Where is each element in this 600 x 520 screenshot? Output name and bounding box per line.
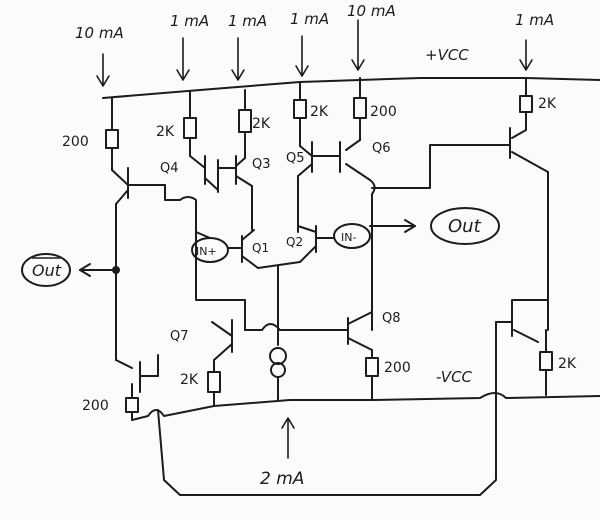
input-minus-label: IN-	[341, 231, 356, 244]
bottom-resistors	[207, 329, 553, 406]
vcc-positive-label: +VCC	[425, 46, 469, 64]
transistor-left-top	[111, 167, 181, 361]
current-label-5: 10 mA	[347, 2, 396, 20]
label-q1: Q1	[252, 241, 269, 255]
resistor-label-q5: 2K	[310, 104, 329, 120]
resistor-label-q8: 200	[384, 360, 411, 376]
label-q4: Q4	[160, 161, 179, 176]
top-resistors	[105, 77, 533, 171]
current-label-3: 1 mA	[228, 12, 267, 30]
tail-current-source	[269, 347, 287, 401]
current-label-1: 10 mA	[75, 24, 124, 42]
resistor-label-right-top: 2K	[538, 96, 557, 112]
current-label-6: 1 mA	[515, 11, 554, 29]
input-plus-label: IN+	[196, 245, 217, 258]
tail-current-label: 2 mA	[260, 469, 304, 489]
transistor-right-top	[371, 127, 549, 331]
current-label-4: 1 mA	[290, 10, 329, 28]
label-q5: Q5	[286, 151, 305, 166]
out-bar-connection	[21, 253, 120, 287]
vcc-negative-label: -VCC	[436, 368, 473, 386]
resistor-label-left-top: 200	[62, 134, 89, 150]
transistor-left-bottom	[115, 354, 159, 421]
label-q7: Q7	[170, 329, 189, 344]
resistor-label-q7: 2K	[180, 372, 199, 388]
vcc-negative-rail	[131, 392, 600, 421]
transistor-right-bottom	[495, 299, 549, 399]
label-q3: Q3	[252, 157, 271, 172]
resistor-label-right-bottom: 2K	[558, 356, 577, 372]
out-label: Out	[448, 216, 482, 237]
label-q8: Q8	[382, 311, 401, 326]
resistor-label-left-bottom: 200	[82, 398, 109, 414]
label-q2: Q2	[286, 235, 303, 249]
out-bar-label: Out	[32, 261, 62, 280]
current-label-2: 1 mA	[170, 12, 209, 30]
current-arrows-top	[96, 19, 533, 87]
transistor-q5-q6	[297, 139, 376, 331]
label-q6: Q6	[372, 141, 391, 156]
resistor-label-q4: 2K	[156, 124, 175, 140]
resistor-label-q3: 2K	[252, 116, 271, 132]
transistor-q7-q8	[195, 231, 373, 373]
resistor-label-q6: 200	[370, 104, 397, 120]
transistor-q1-q2	[191, 223, 371, 346]
out-connection	[369, 207, 500, 245]
bottom-loop-wire	[157, 397, 497, 496]
tail-current-arrow	[281, 417, 295, 459]
transistor-q4-q3	[179, 155, 253, 239]
